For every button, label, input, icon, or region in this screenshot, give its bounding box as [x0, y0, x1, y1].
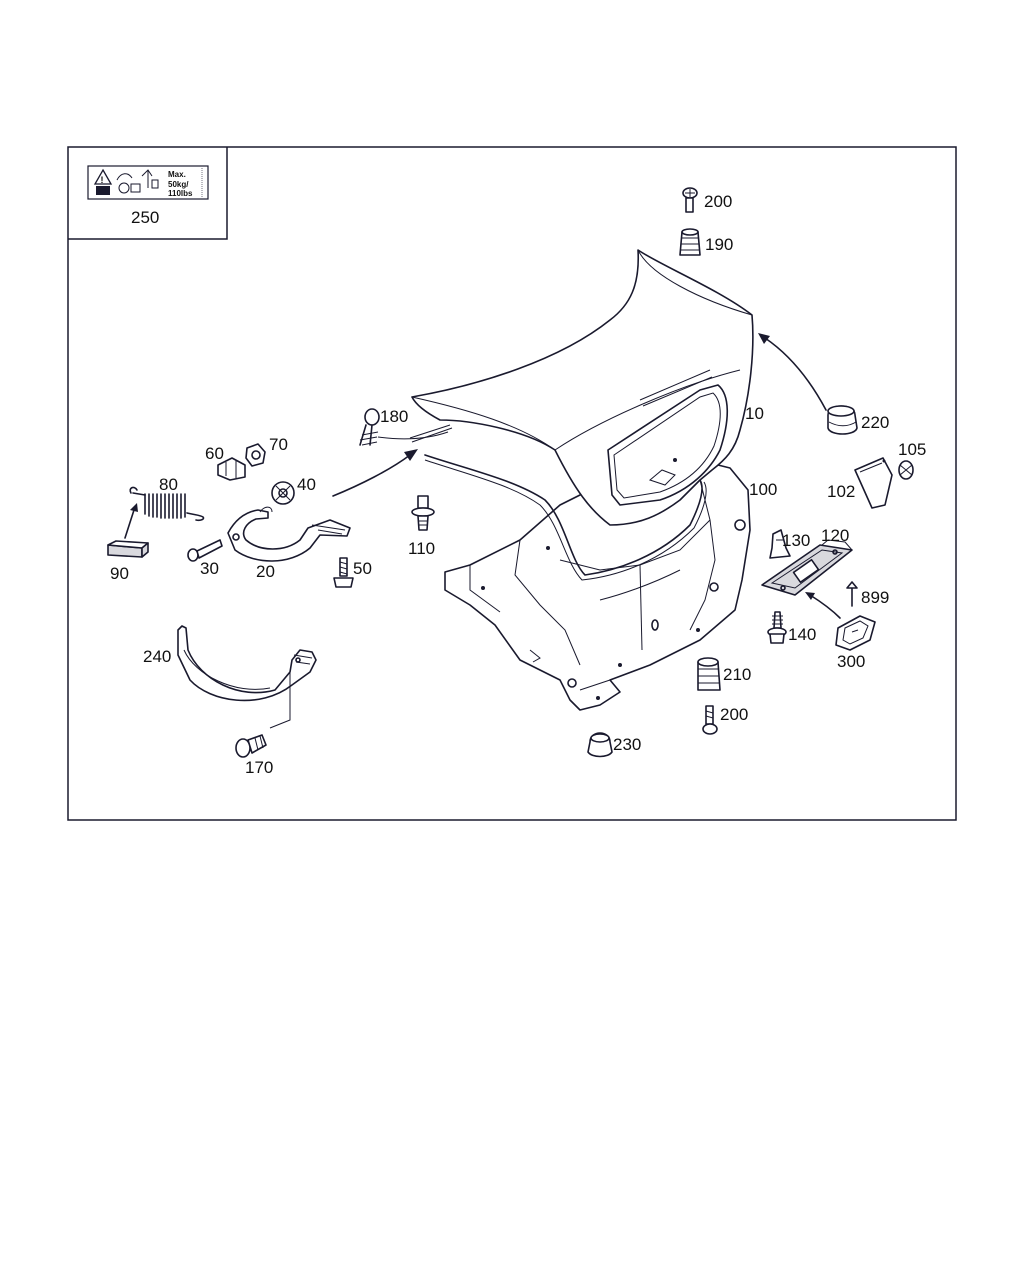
clip-140-part — [767, 611, 787, 644]
label-210: 210 — [723, 665, 751, 684]
label-240: 240 — [143, 647, 171, 666]
label-140: 140 — [788, 625, 816, 644]
clip-170-part — [235, 734, 267, 758]
label-90: 90 — [110, 564, 129, 583]
label-110: 110 — [408, 539, 435, 558]
label-102: 102 — [827, 482, 855, 501]
sticker-kg-text: 50kg/ — [168, 180, 189, 189]
clip-60-part — [217, 457, 246, 481]
trunk-lid-part — [411, 249, 754, 526]
clip-110-part — [411, 495, 435, 531]
cap-105-part — [898, 460, 914, 480]
buffer-220-part — [827, 405, 858, 435]
label-220: 220 — [861, 413, 889, 432]
cover-102-part — [854, 457, 893, 509]
label-70: 70 — [269, 435, 288, 454]
label-899: 899 — [861, 588, 889, 607]
bolt-200-top-part — [682, 187, 698, 213]
label-200-bottom: 200 — [720, 705, 748, 724]
label-60: 60 — [205, 444, 224, 463]
label-30: 30 — [200, 559, 219, 578]
label-120: 120 — [821, 526, 849, 545]
label-105: 105 — [898, 440, 926, 459]
nut-70-part — [245, 443, 266, 467]
strap-240-part — [177, 625, 317, 729]
sticker-inset: ! Max. 50kg/ 110lbs — [68, 147, 228, 240]
label-20: 20 — [256, 562, 275, 581]
label-170: 170 — [245, 758, 273, 777]
bump-stop-210-part — [697, 657, 721, 691]
label-250: 250 — [131, 208, 159, 227]
clip-130-part — [769, 529, 791, 559]
label-50: 50 — [353, 559, 372, 578]
label-130: 130 — [782, 531, 810, 550]
block-90-part — [107, 540, 149, 558]
label-80: 80 — [159, 475, 178, 494]
label-180: 180 — [380, 407, 408, 426]
bolt-200-bottom-part — [702, 705, 718, 735]
lock-cable-part — [359, 408, 453, 446]
label-190: 190 — [705, 235, 733, 254]
handle-300-part — [835, 615, 876, 651]
svg-text:!: ! — [101, 175, 104, 185]
label-40: 40 — [297, 475, 316, 494]
bolt-30-part — [187, 539, 223, 562]
screw-50-part — [333, 557, 354, 588]
warning-triangle-icon — [93, 168, 113, 185]
trunk-liner-part — [444, 457, 751, 711]
trunk-seal — [424, 454, 703, 576]
screw-899-part — [846, 581, 858, 607]
sticker-lbs-text: 110lbs — [168, 189, 193, 198]
bracket-120-part — [761, 539, 853, 596]
diagram-frame — [67, 146, 957, 821]
assembly-arrows — [124, 333, 841, 619]
part-labels: 250 200 190 10 220 105 102 100 180 60 70… — [110, 192, 926, 777]
bump-stop-190-part — [679, 228, 701, 256]
lock-40-part — [271, 481, 295, 505]
label-230: 230 — [613, 735, 641, 754]
label-300: 300 — [837, 652, 865, 671]
sticker-max-text: Max. — [168, 170, 186, 179]
label-100: 100 — [749, 480, 777, 499]
buffer-230-part — [587, 732, 613, 758]
hinge-20-part — [227, 506, 351, 562]
label-200-top: 200 — [704, 192, 732, 211]
manual-book-icon — [96, 186, 110, 195]
load-symbol-icon — [116, 169, 159, 194]
label-10: 10 — [745, 404, 764, 423]
spring-80-part — [129, 486, 205, 522]
